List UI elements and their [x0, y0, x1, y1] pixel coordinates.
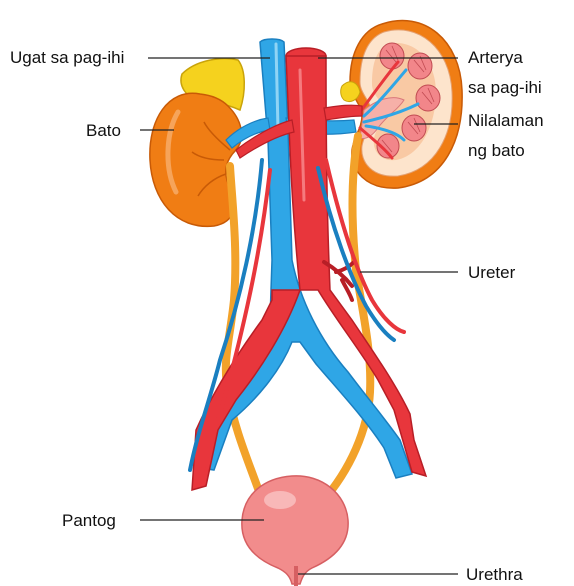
label-urethra: Urethra: [466, 565, 523, 584]
label-ureter: Ureter: [468, 263, 516, 282]
label-nilalaman-line1: Nilalaman: [468, 111, 544, 130]
label-nilalaman-line2: ng bato: [468, 141, 525, 160]
label-pantog: Pantog: [62, 511, 116, 530]
label-arterya-line1: Arterya: [468, 48, 523, 67]
left-kidney: [150, 93, 242, 226]
label-arterya-line2: sa pag-ihi: [468, 78, 542, 97]
label-bato: Bato: [86, 121, 121, 140]
label-ugat: Ugat sa pag-ihi: [10, 48, 124, 67]
